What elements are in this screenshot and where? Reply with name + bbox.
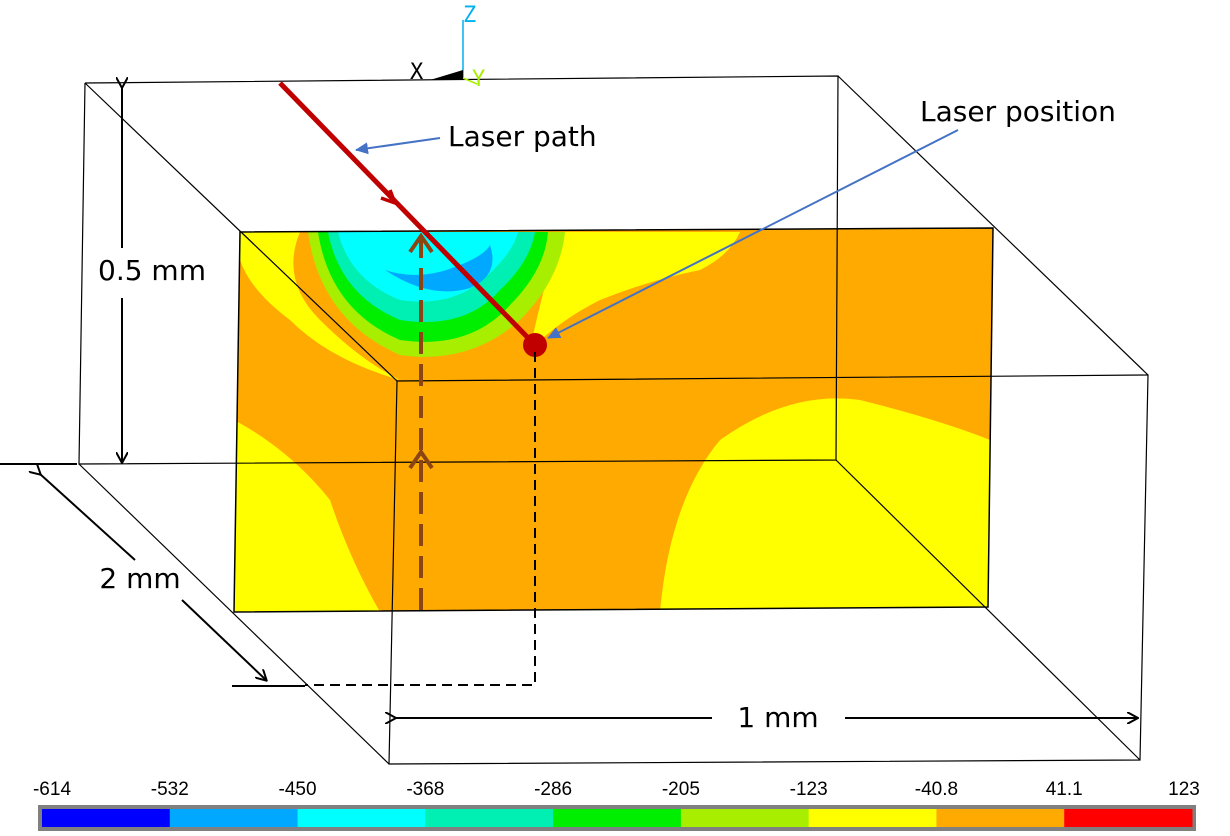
width-label: 1 mm bbox=[737, 701, 818, 734]
legend-swatch bbox=[297, 809, 426, 827]
depth-dimension: 2 mm bbox=[0, 464, 266, 680]
color-legend: -614 -532 -450 -368 -286 -205 -123 -40.8 41.1 123 bbox=[33, 779, 1200, 831]
legend-tick-label: -614 bbox=[33, 779, 71, 800]
laser-travel-dashed bbox=[408, 232, 434, 610]
legend-tick-label: -40.8 bbox=[915, 779, 958, 800]
axis-triad: Z X Y bbox=[410, 3, 485, 92]
legend-swatch bbox=[808, 809, 937, 827]
legend-swatch bbox=[42, 809, 171, 827]
legend-swatch bbox=[680, 809, 810, 827]
legend-tick-label: -123 bbox=[790, 779, 828, 800]
legend-swatch bbox=[169, 809, 299, 827]
legend-swatch bbox=[553, 809, 682, 827]
legend-tick-label: 41.1 bbox=[1046, 779, 1083, 800]
legend-tick-label: 123 bbox=[1168, 779, 1200, 800]
laser-position-callout: Laser position bbox=[547, 95, 1116, 339]
height-dimension: 0.5 mm bbox=[98, 87, 206, 462]
laser-path-callout: Laser path bbox=[355, 120, 597, 155]
laser-position-dot bbox=[523, 333, 547, 357]
box-wireframe bbox=[78, 75, 1149, 765]
laser-position-label: Laser position bbox=[920, 95, 1116, 128]
laser-path bbox=[278, 81, 537, 347]
legend-swatch bbox=[1064, 809, 1193, 827]
projection-dashed bbox=[305, 352, 536, 686]
legend-tick-label: -450 bbox=[279, 779, 317, 800]
legend-tick-label: -532 bbox=[151, 779, 189, 800]
laser-path-label: Laser path bbox=[448, 120, 597, 153]
legend-tick-label: -205 bbox=[662, 779, 700, 800]
contour-slice-outline bbox=[233, 227, 994, 613]
legend-swatch bbox=[936, 809, 1065, 827]
contour-slice bbox=[234, 228, 993, 612]
height-label: 0.5 mm bbox=[98, 254, 206, 287]
depth-label: 2 mm bbox=[99, 562, 180, 595]
axis-label-y: Y bbox=[472, 67, 485, 92]
axis-label-z: Z bbox=[463, 3, 476, 28]
legend-tick-label: -286 bbox=[534, 779, 572, 800]
width-dimension: 1 mm bbox=[395, 701, 1137, 734]
axis-label-x: X bbox=[410, 60, 424, 85]
legend-tick-label: -368 bbox=[406, 779, 444, 800]
legend-swatch bbox=[425, 809, 554, 827]
